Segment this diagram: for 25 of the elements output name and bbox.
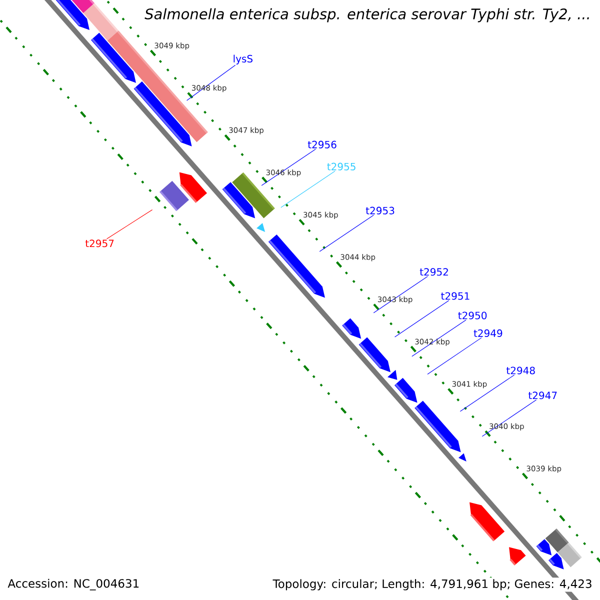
gene-label: t2950 xyxy=(458,312,487,320)
leader-line xyxy=(280,170,336,208)
gene-label: t2952 xyxy=(420,268,448,276)
leader-line xyxy=(261,148,316,186)
leader-line xyxy=(482,400,537,437)
leader-line xyxy=(412,320,466,357)
leader-line xyxy=(394,300,450,338)
leader-line xyxy=(106,209,153,240)
title: Salmonella enterica subsp. enterica serovar Typhi str. Ty2, ... xyxy=(142,5,594,26)
leader-line xyxy=(460,374,515,412)
gene-label: t2947 xyxy=(528,392,557,400)
gene-label: t2948 xyxy=(506,366,535,374)
leader-line xyxy=(186,64,236,101)
gene-label: t2955 xyxy=(327,162,356,170)
leader-line xyxy=(319,214,374,252)
gene-label: t2953 xyxy=(366,206,394,214)
gene-label: t2957 xyxy=(85,240,114,248)
gene-label: lysS xyxy=(234,54,252,64)
gene-label: t2949 xyxy=(474,329,502,337)
footer-text: Accession: NC_004631 xyxy=(6,577,142,592)
footer-text: Topology: circular; Length: 4,791,961 bp; Genes: 4,423 xyxy=(271,578,594,592)
leader-line xyxy=(373,276,428,314)
leader-line xyxy=(427,337,482,374)
gene-label: t2956 xyxy=(308,140,336,148)
gene-label: t2951 xyxy=(441,292,470,300)
